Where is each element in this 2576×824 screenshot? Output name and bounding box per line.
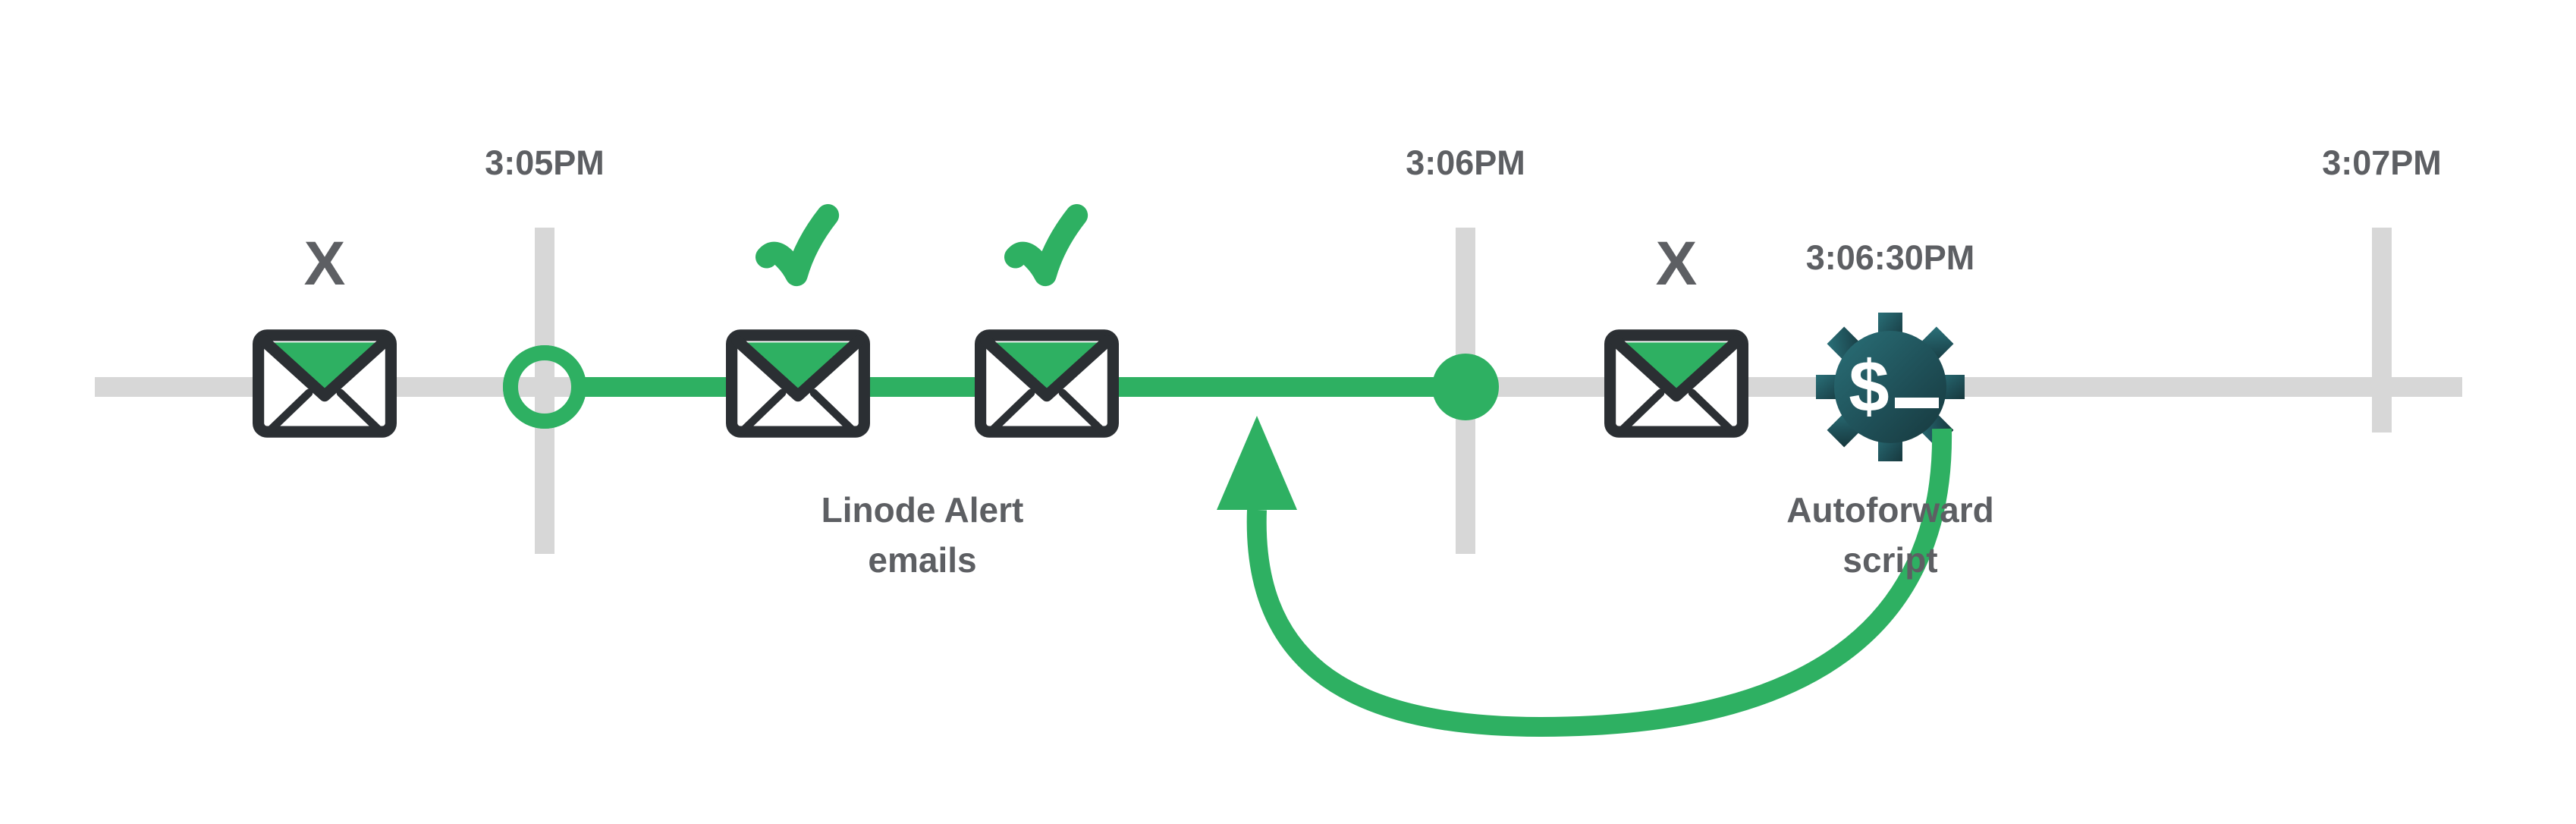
tick-label-306: 3:06PM [1406,143,1525,182]
envelope-icon-1[interactable] [259,335,391,432]
x-icon-2: X [1656,229,1698,298]
autoforward-label-line1: Autoforward [1786,490,1993,530]
ring-marker-outline [503,345,586,429]
envelope-icon-3[interactable] [981,335,1114,432]
event-envelope-2[interactable] [732,215,865,432]
marker-start-ring[interactable] [503,345,586,429]
envelope-icon-4[interactable] [1610,335,1743,432]
tick-label-305: 3:05PM [485,143,605,182]
feedback-arrow-head [1217,416,1297,510]
check-icon-2 [1016,215,1077,275]
tick-label-307: 3:07PM [2322,143,2442,182]
event-envelope-3[interactable] [981,215,1114,432]
x-icon-1: X [304,229,346,298]
script-timestamp-label: 3:06:30PM [1806,238,1975,277]
ring-inner-track [513,377,576,397]
feedback-arrow-curve [1246,428,1952,738]
autoforward-label-line2: script [1842,540,1937,580]
dot-marker-306[interactable] [1432,354,1499,420]
envelope-icon-2[interactable] [732,335,865,432]
autoforward-feedback-arrow [1217,416,1952,738]
tick-mark-307 [2372,228,2392,432]
event-envelope-1[interactable]: X [259,229,391,432]
check-icon-1 [767,215,828,275]
event-envelope-4[interactable]: X [1610,229,1743,432]
linode-alert-label-line2: emails [868,540,976,580]
annotation-linode-alert-emails: Linode Alert emails [821,490,1024,580]
linode-alert-label-line1: Linode Alert [821,490,1024,530]
annotation-autoforward-script: Autoforward script [1786,490,1993,580]
